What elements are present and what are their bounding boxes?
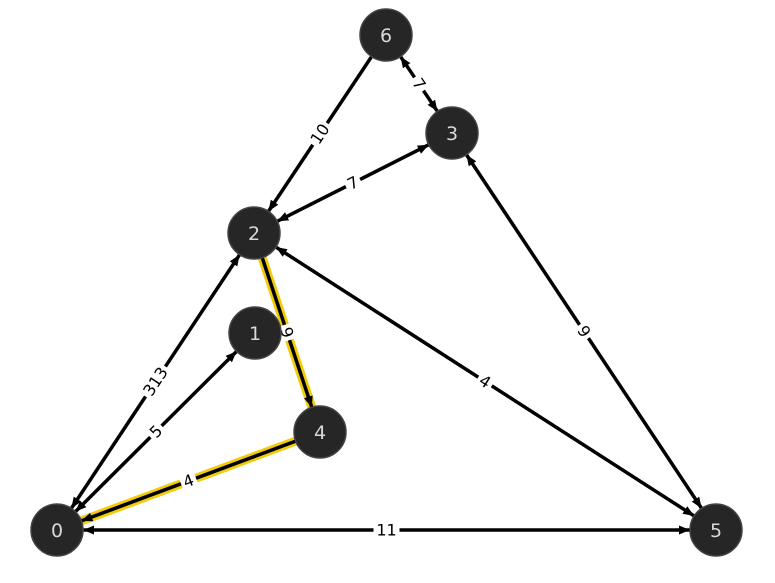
edge-label-2-3: 7: [341, 170, 365, 196]
node-label: 6: [380, 25, 392, 47]
node-circle: [359, 8, 413, 62]
arrowhead-icon: [466, 154, 477, 167]
node-circle: [228, 306, 282, 360]
edge-label-bg: [177, 468, 200, 494]
node-circle: [227, 206, 281, 260]
arrowhead-icon: [81, 512, 94, 522]
node-circle: [30, 503, 84, 557]
arrowhead-icon: [71, 496, 82, 509]
arrowhead-icon: [268, 199, 279, 212]
node-0: 0: [30, 503, 84, 557]
node-label: 0: [51, 520, 63, 542]
edge-label-bg: [341, 170, 365, 196]
edge-label-bg: [304, 117, 336, 151]
edge-label-0-1: 5: [143, 418, 169, 445]
edge-label-4-0: 4: [177, 468, 200, 494]
node-label: 3: [446, 123, 458, 145]
node-1: 1: [228, 306, 282, 360]
edge-label-6-2: 10: [304, 117, 336, 151]
edge-label-6-3: 7: [406, 71, 432, 97]
node-label: 2: [248, 223, 260, 245]
edge-weight-text: 11: [376, 521, 396, 540]
node-label: 5: [710, 520, 722, 542]
arrowhead-icon: [277, 212, 290, 222]
arrowhead-icon: [679, 525, 690, 535]
edge-label-bg: [472, 368, 498, 395]
node-2: 2: [227, 206, 281, 260]
node-label: 4: [314, 422, 326, 444]
arrowhead-icon: [682, 506, 695, 516]
node-circle: [689, 503, 743, 557]
node-4: 4: [293, 405, 347, 459]
arrowhead-icon: [225, 351, 237, 363]
edge-label-bg: [143, 418, 169, 445]
edge-label-bg: [137, 360, 174, 403]
edge-label-0-2: 313: [137, 360, 174, 403]
arrowhead-icon: [691, 496, 702, 509]
arrowhead-icon: [229, 254, 240, 267]
edge-label-2-5: 4: [472, 368, 498, 395]
edge-label-0-5: 11: [373, 520, 400, 540]
arrowhead-icon: [275, 247, 288, 257]
edge-label-bg: [406, 71, 432, 97]
arrowhead-icon: [75, 500, 87, 512]
edge-label-bg: [373, 520, 400, 540]
node-3: 3: [425, 106, 479, 160]
edges-layer: [69, 55, 704, 535]
arrowhead-icon: [83, 525, 94, 535]
node-5: 5: [689, 503, 743, 557]
node-circle: [425, 106, 479, 160]
node-label: 1: [249, 323, 261, 345]
arrowhead-icon: [416, 144, 429, 154]
edge-label-bg: [571, 319, 597, 344]
edge-label-3-5: 9: [571, 319, 597, 344]
arrowhead-icon: [400, 56, 411, 69]
arrowhead-icon: [304, 395, 313, 408]
arrowhead-icon: [427, 99, 438, 112]
node-circle: [293, 405, 347, 459]
node-6: 6: [359, 8, 413, 62]
edge-weight-text: 10: [306, 120, 333, 147]
